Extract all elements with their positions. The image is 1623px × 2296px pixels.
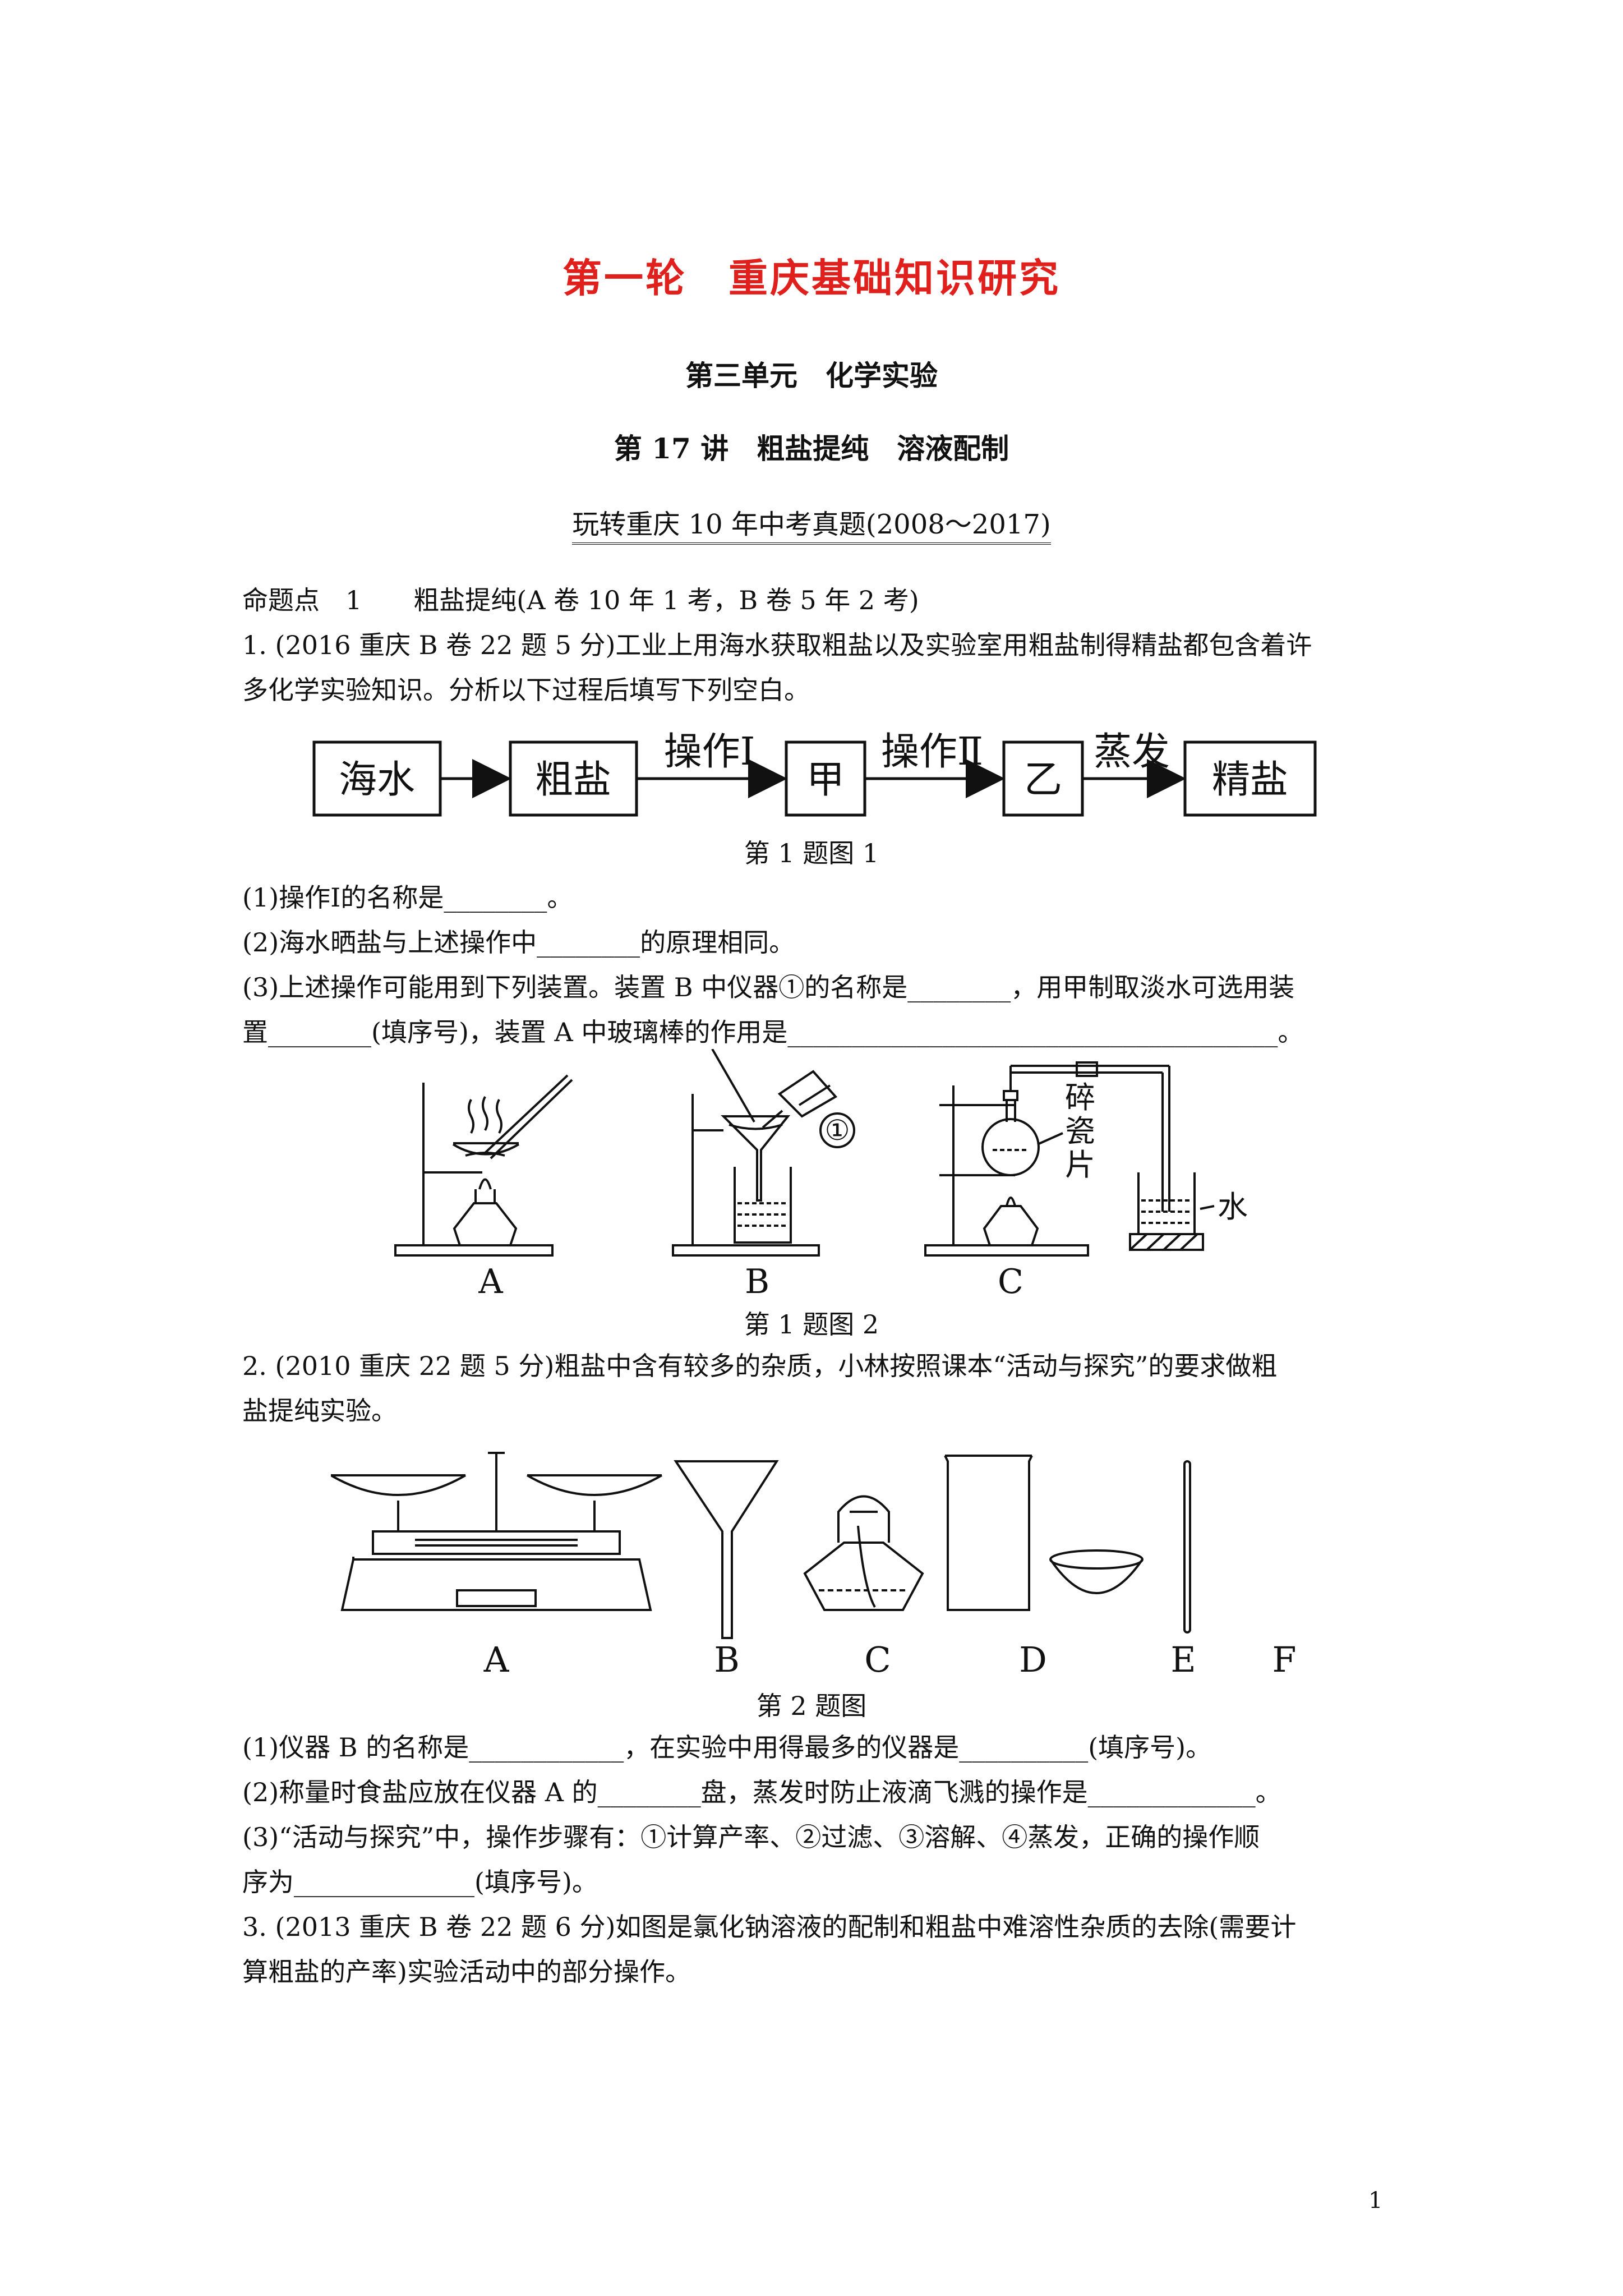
- instrument-f-glass-rod: [1183, 1460, 1191, 1634]
- page-number: 1: [1368, 2188, 1383, 2214]
- q1-apparatus-figure: ① 碎 瓷 片 水 A B C: [394, 1049, 1248, 1301]
- q1-stem-line2: 多化学实验知识。分析以下过程后填写下列空白。: [242, 675, 810, 705]
- q3-stem-line1: 3. (2013 重庆 B 卷 22 题 6 分)如图是氯化钠溶液的配制和粗盐中…: [242, 1912, 1297, 1942]
- circled-one-label: ①: [825, 1114, 850, 1147]
- unit-title: 第三单元 化学实验: [685, 359, 938, 392]
- flow-label-jia: 甲: [806, 758, 845, 802]
- water-label: 水: [1218, 1189, 1248, 1225]
- q2-sub3-line1: (3)“活动与探究”中，操作步骤有：①计算产率、②过滤、③溶解、④蒸发，正确的操…: [242, 1822, 1260, 1852]
- instrument-label-d: D: [1019, 1639, 1047, 1680]
- flow-op1-label: 操作Ⅰ: [664, 730, 755, 774]
- q2-sub2: (2)称量时食盐应放在仪器 A 的________盘，蒸发时防止液滴飞溅的操作是…: [242, 1777, 1281, 1807]
- q2-sub3-line2: 序为______________(填序号)。: [242, 1867, 598, 1897]
- flow-op2-label: 操作Ⅱ: [881, 730, 983, 774]
- apparatus-b-filtration: [672, 1049, 855, 1257]
- apparatus-a-evaporation: [394, 1074, 573, 1257]
- q2-instruments-figure: A B C D E F: [331, 1452, 1297, 1680]
- apparatus-c-distillation: [924, 1061, 1215, 1257]
- instrument-a-balance: [331, 1452, 663, 1611]
- instrument-label-f: F: [1272, 1639, 1296, 1680]
- q2-stem-line1: 2. (2010 重庆 22 题 5 分)粗盐中含有较多的杂质，小林按照课本“活…: [242, 1351, 1278, 1381]
- apparatus-label-c: C: [998, 1262, 1023, 1301]
- instrument-b-funnel: [674, 1460, 779, 1639]
- instrument-label-b: B: [714, 1639, 740, 1680]
- q1-sub3-line2: 置________(填序号)，装置 A 中玻璃棒的作用是____________…: [242, 1017, 1304, 1047]
- q1-sub2: (2)海水晒盐与上述操作中________的原理相同。: [242, 927, 795, 958]
- apparatus-label-b: B: [745, 1262, 769, 1301]
- broken-porcelain-label-1: 碎: [1065, 1080, 1095, 1115]
- q1-sub3-line1: (3)上述操作可能用到下列装置。装置 B 中仪器①的名称是________，用甲…: [242, 972, 1295, 1002]
- instrument-e-evaporating-dish: [1049, 1549, 1144, 1594]
- flow-label-yi: 乙: [1024, 758, 1062, 802]
- broken-porcelain-label-3: 片: [1065, 1147, 1095, 1182]
- subtitle-text: 玩转重庆 10 年中考真题(2008～2017): [572, 509, 1051, 545]
- q1-fig2-caption: 第 1 题图 2: [744, 1309, 879, 1340]
- q1-sub1: (1)操作Ⅰ的名称是________。: [242, 882, 573, 913]
- flow-label-refined-salt: 精盐: [1212, 758, 1288, 802]
- flow-evaporate-label: 蒸发: [1094, 730, 1170, 774]
- q1-flow-diagram: 海水 粗盐 甲 乙 精盐 操作Ⅰ 操作Ⅱ 蒸发: [312, 730, 1317, 817]
- instrument-label-e: E: [1170, 1639, 1196, 1680]
- q2-sub1: (1)仪器 B 的名称是____________，在实验中用得最多的仪器是___…: [242, 1732, 1212, 1763]
- apparatus-label-a: A: [478, 1262, 503, 1301]
- instrument-d-beaker: [944, 1455, 1033, 1611]
- topic-heading: 命题点 1 粗盐提纯(A 卷 10 年 1 考，B 卷 5 年 2 考): [242, 585, 919, 615]
- subtitle: 玩转重庆 10 年中考真题(2008～2017): [0, 502, 1623, 545]
- flow-label-seawater: 海水: [339, 758, 415, 802]
- instrument-label-a: A: [483, 1639, 510, 1680]
- lecture-title: 第 17 讲 粗盐提纯 溶液配制: [614, 432, 1009, 465]
- round-title: 第一轮 重庆基础知识研究: [562, 255, 1061, 301]
- instrument-label-c: C: [864, 1639, 891, 1680]
- instrument-c-alcohol-lamp: [803, 1495, 924, 1611]
- q2-stem-line2: 盐提纯实验。: [242, 1396, 397, 1426]
- broken-porcelain-label-2: 瓷: [1065, 1114, 1095, 1149]
- q3-stem-line2: 算粗盐的产率)实验活动中的部分操作。: [242, 1957, 691, 1987]
- flow-label-crude-salt: 粗盐: [535, 758, 611, 802]
- q1-fig1-caption: 第 1 题图 1: [744, 838, 879, 868]
- q2-fig-caption: 第 2 题图: [756, 1691, 867, 1721]
- q1-stem-line1: 1. (2016 重庆 B 卷 22 题 5 分)工业上用海水获取粗盐以及实验室…: [242, 630, 1312, 660]
